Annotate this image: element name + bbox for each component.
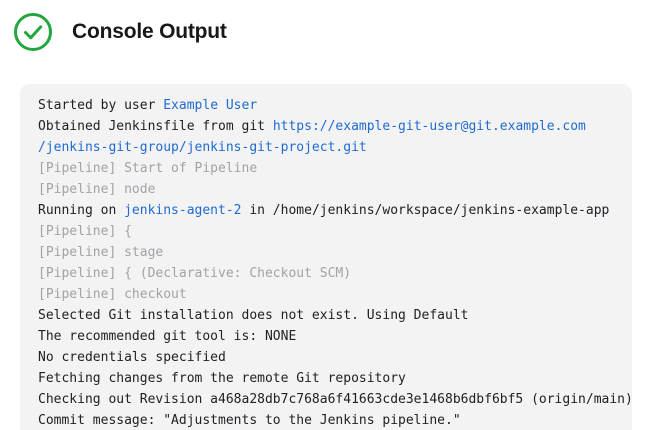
success-check-icon (13, 12, 53, 52)
console-line: [Pipeline] node (38, 179, 614, 200)
console-link[interactable]: https://example-git-user@git.example.com (272, 119, 586, 134)
console-line: No credentials specified (38, 347, 614, 368)
console-text: [Pipeline] checkout (38, 287, 187, 302)
console-line: Checking out Revision a468a28db7c768a6f4… (38, 389, 633, 410)
page-header: Console Output (0, 0, 650, 52)
console-text: [Pipeline] { (Declarative: Checkout SCM) (38, 266, 352, 281)
console-line: Obtained Jenkinsfile from git https://ex… (38, 116, 614, 137)
console-line: /jenkins-git-group/jenkins-git-project.g… (38, 137, 614, 158)
console-line: Selected Git installation does not exist… (38, 305, 614, 326)
console-line: [Pipeline] Start of Pipeline (38, 158, 614, 179)
console-text: [Pipeline] { (38, 224, 132, 239)
console-line: [Pipeline] { (Declarative: Checkout SCM) (38, 263, 614, 284)
console-line: Commit message: "Adjustments to the Jenk… (38, 410, 614, 430)
console-text: Obtained Jenkinsfile from git (38, 119, 273, 134)
console-text: [Pipeline] node (38, 182, 156, 197)
console-line: Started by user Example User (38, 95, 614, 116)
console-text: Fetching changes from the remote Git rep… (38, 371, 406, 386)
console-line: [Pipeline] checkout (38, 284, 614, 305)
console-link[interactable]: jenkins-agent-2 (124, 203, 242, 218)
page-title: Console Output (72, 20, 227, 43)
console-line: The recommended git tool is: NONE (38, 326, 614, 347)
console-text: No credentials specified (38, 350, 226, 365)
console-text: Checking out Revision a468a28db7c768a6f4… (38, 392, 633, 407)
console-link[interactable]: /jenkins-git-group/jenkins-git-project.g… (38, 140, 367, 155)
console-text: The recommended git tool is: NONE (38, 329, 297, 344)
console-text: [Pipeline] stage (38, 245, 164, 260)
console-line: Fetching changes from the remote Git rep… (38, 368, 614, 389)
console-line: [Pipeline] { (38, 221, 614, 242)
console-line: [Pipeline] stage (38, 242, 614, 263)
console-text: [Pipeline] Start of Pipeline (38, 161, 258, 176)
console-link[interactable]: Example User (163, 98, 258, 113)
console-text: Commit message: "Adjustments to the Jenk… (38, 413, 461, 428)
console-text: Started by user (38, 98, 164, 113)
console-text: Running on (38, 203, 125, 218)
console-line: Running on jenkins-agent-2 in /home/jenk… (38, 200, 614, 221)
console-text: in /home/jenkins/workspace/jenkins-examp… (241, 203, 610, 218)
console-text: Selected Git installation does not exist… (38, 308, 469, 323)
